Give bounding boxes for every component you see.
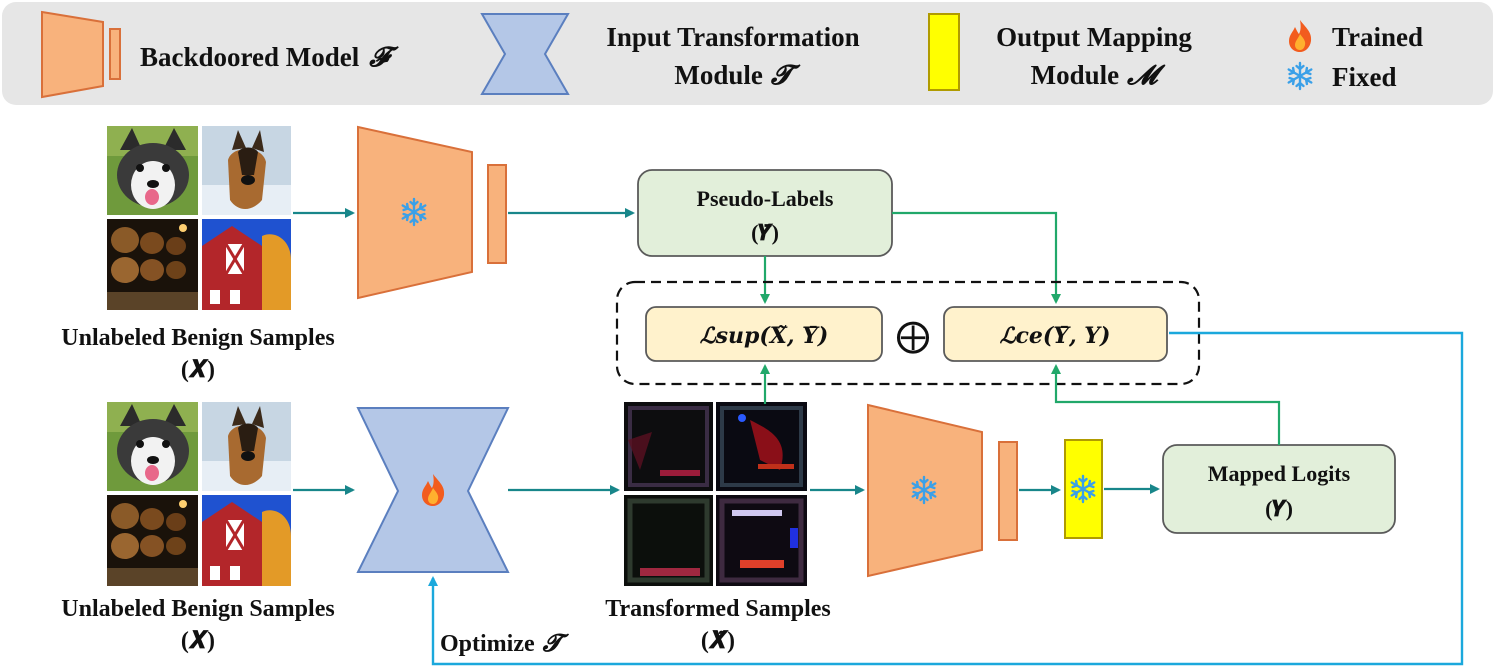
- legend-trained: Trained: [1332, 22, 1423, 52]
- ce-loss-label: ℒce(𝒀̄, 𝒀): [1000, 323, 1111, 349]
- backdoored-model-bottom: [867, 403, 1018, 578]
- arrow-pseudo-to-ce-loss: [892, 211, 1061, 304]
- pseudo-labels-symbol: (𝒀̄): [751, 220, 779, 245]
- sup-loss-label: ℒsup(𝑿̃, 𝒀̄): [700, 323, 829, 349]
- output-mapping-legend-icon: [928, 13, 960, 91]
- mapped-logits-symbol: (𝒀): [1265, 496, 1293, 521]
- bottom-sample-images: [107, 402, 291, 586]
- legend-output-mapping-line1: Output Mapping: [996, 22, 1192, 52]
- shepherd-image: [202, 126, 291, 215]
- barn-image: [202, 495, 291, 586]
- combine-symbol: ⨁: [896, 316, 930, 356]
- backdoored-model-top: [357, 125, 507, 300]
- transformed-samples-symbol: (𝑿̃): [701, 628, 735, 654]
- transformed-samples-label: Transformed Samples: [605, 596, 831, 622]
- input-transformation-legend-icon: [480, 13, 570, 95]
- husky-image: [107, 402, 198, 491]
- barn-image: [202, 219, 291, 310]
- barrels-image: [107, 219, 198, 310]
- barrels-image: [107, 495, 198, 586]
- bottom-samples-label: Unlabeled Benign Samples: [61, 596, 334, 622]
- legend-input-transformation-line1: Input Transformation: [606, 22, 859, 52]
- bottom-samples-symbol: (𝑿): [181, 628, 215, 654]
- loss-container: [615, 280, 1201, 386]
- legend-bar: [2, 2, 1493, 105]
- pseudo-labels-title: Pseudo-Labels: [697, 186, 834, 211]
- top-samples-symbol: (𝑿): [181, 357, 215, 383]
- mapped-logits-title: Mapped Logits: [1208, 461, 1351, 486]
- backdoored-model-legend-icon: [41, 10, 121, 99]
- husky-image: [107, 126, 198, 215]
- transformed-sample-images: [624, 402, 807, 586]
- shepherd-image: [202, 402, 291, 491]
- arrow-optimize-feedback: [428, 331, 1464, 666]
- ce-loss-box: [943, 306, 1168, 362]
- top-sample-images: [107, 126, 291, 310]
- arrow-logits-to-ce-loss: [1051, 364, 1281, 445]
- sup-loss-box: [645, 306, 883, 362]
- top-samples-label: Unlabeled Benign Samples: [61, 325, 334, 351]
- legend-fixed: Fixed: [1332, 62, 1397, 92]
